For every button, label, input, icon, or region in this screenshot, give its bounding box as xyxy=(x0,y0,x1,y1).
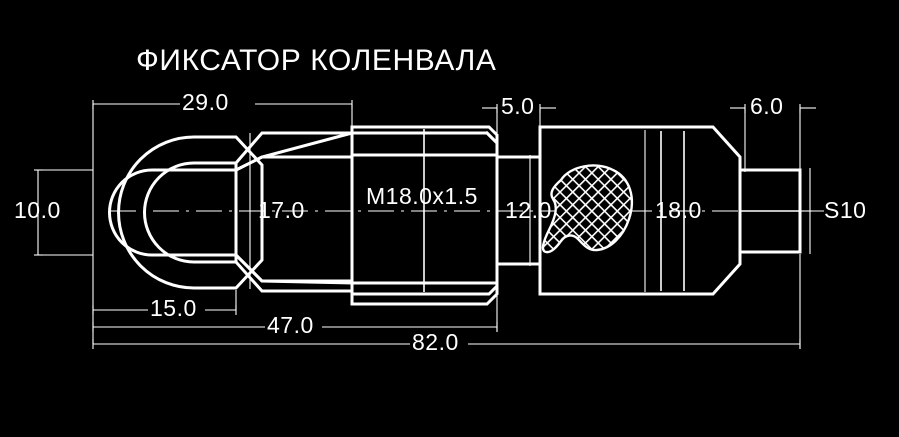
dimension-18-label: 18.0 xyxy=(655,197,702,223)
dimension-15-label: 15.0 xyxy=(150,295,197,321)
dimension-6: 6.0 xyxy=(730,93,816,172)
dimension-5-label: 5.0 xyxy=(501,93,534,119)
label-12: 12.0 xyxy=(505,155,552,266)
dimension-6-label: 6.0 xyxy=(750,93,783,119)
dimension-s10-label: S10 xyxy=(824,197,866,223)
page-title: ФИКСАТОР КОЛЕНВАЛА xyxy=(136,44,497,77)
dimension-47: 47.0 xyxy=(92,296,498,338)
dimension-12-label: 12.0 xyxy=(505,197,552,223)
dimension-82: 82.0 xyxy=(92,254,801,355)
dimension-82-label: 82.0 xyxy=(412,329,459,355)
label-17: 17.0 xyxy=(249,133,305,289)
dimension-47-label: 47.0 xyxy=(267,312,314,338)
dimension-29: 29.0 xyxy=(92,89,353,344)
crosshatch-kidney-section-icon xyxy=(541,164,634,254)
label-18: 18.0 xyxy=(644,130,702,292)
dimension-10: 10.0 xyxy=(14,169,93,256)
thread-spec-label: M18.0x1.5 xyxy=(366,183,478,209)
dimension-29-label: 29.0 xyxy=(182,89,229,115)
dimension-10-label: 10.0 xyxy=(14,197,61,223)
dimension-5: 5.0 xyxy=(482,93,556,133)
part-silhouette xyxy=(117,135,264,290)
dimension-17-label: 17.0 xyxy=(258,197,305,223)
label-s10: S10 xyxy=(798,168,866,254)
label-thread: M18.0x1.5 xyxy=(366,183,478,209)
dimension-15: 15.0 xyxy=(92,290,237,321)
